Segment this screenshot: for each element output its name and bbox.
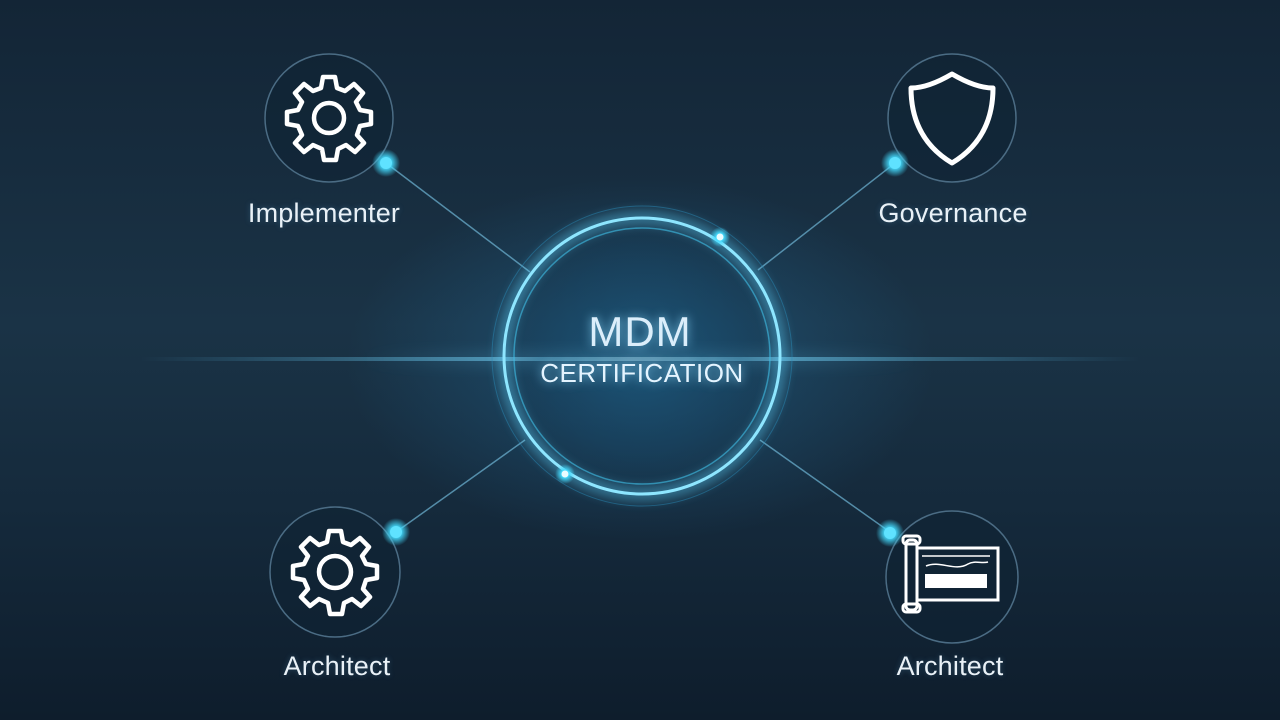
node-label-architect-left: Architect	[283, 651, 391, 681]
connector-bottom-right	[759, 439, 891, 533]
center-ring-inner	[513, 227, 771, 485]
gear-icon	[284, 74, 374, 163]
connector-top-right	[757, 162, 896, 271]
node-circle-top-left	[264, 53, 394, 183]
center-subtitle: CERTIFICATION	[540, 358, 744, 388]
shield-icon	[908, 71, 996, 166]
blueprint-icon-text: CERTIFIED	[930, 577, 983, 588]
ring-dot-top-core	[716, 233, 724, 241]
ring-dot-bottom-core	[561, 470, 569, 478]
connector-dot-top-left	[380, 157, 392, 169]
gear-icon	[290, 528, 380, 617]
node-circle-bottom-left	[269, 506, 401, 638]
node-label-implementer: Implementer	[247, 198, 401, 228]
center-title: MDM	[588, 308, 692, 355]
connector-top-left	[385, 162, 531, 273]
connector-dot-bottom-right	[884, 527, 896, 539]
connector-dot-top-right	[889, 157, 901, 169]
connector-bottom-left	[395, 439, 526, 533]
center-ring	[502, 216, 782, 496]
blueprint-icon: CERTIFIED	[901, 534, 1000, 614]
center-fill	[502, 216, 782, 496]
connector-dot-bottom-left	[390, 526, 402, 538]
center-ring-outer	[491, 205, 793, 507]
node-label-governance: Governance	[878, 198, 1028, 228]
node-label-architect-right: Architect	[896, 651, 1004, 681]
